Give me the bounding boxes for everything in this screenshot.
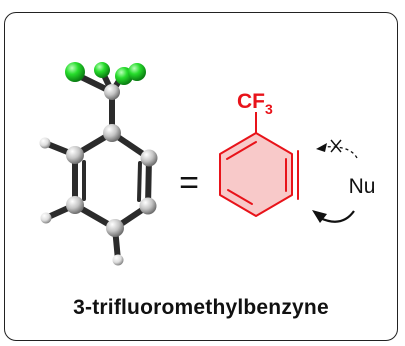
carbon-atom <box>66 146 84 164</box>
carbon-atom <box>139 197 157 215</box>
benzyne-structure: CF3 <box>219 90 299 217</box>
inner-bonds <box>226 141 257 205</box>
equals-sign: = <box>179 164 199 202</box>
carbon-atom <box>140 149 158 167</box>
benzene-ring <box>219 132 293 217</box>
hydrogen-atom <box>112 254 124 266</box>
fluorine-atom <box>94 62 110 78</box>
aromatic-bonds <box>82 160 142 202</box>
nucleophile-label: Nu <box>349 175 376 198</box>
aryne-triple-bond <box>285 150 299 200</box>
ball-and-stick-model <box>39 62 158 266</box>
curved-arrow-icon <box>312 210 355 223</box>
carbon-atom <box>104 84 120 100</box>
carbon-atom <box>103 124 121 142</box>
hydrogen-atom <box>40 212 52 224</box>
dashed-arrow-with-cross-icon <box>316 139 358 159</box>
cf3-label: CF3 <box>237 90 273 117</box>
compound-name-caption: 3-trifluoromethylbenzyne <box>73 296 329 319</box>
carbon-atom <box>66 196 84 214</box>
cf3-main: CF <box>237 90 265 113</box>
cf3-subscript: 3 <box>265 101 273 117</box>
fluorine-atom <box>128 63 146 81</box>
carbon-atom <box>106 219 124 237</box>
fluorine-atom <box>65 62 85 82</box>
hydrogen-atom <box>39 137 51 149</box>
bond-sticks <box>42 68 152 263</box>
